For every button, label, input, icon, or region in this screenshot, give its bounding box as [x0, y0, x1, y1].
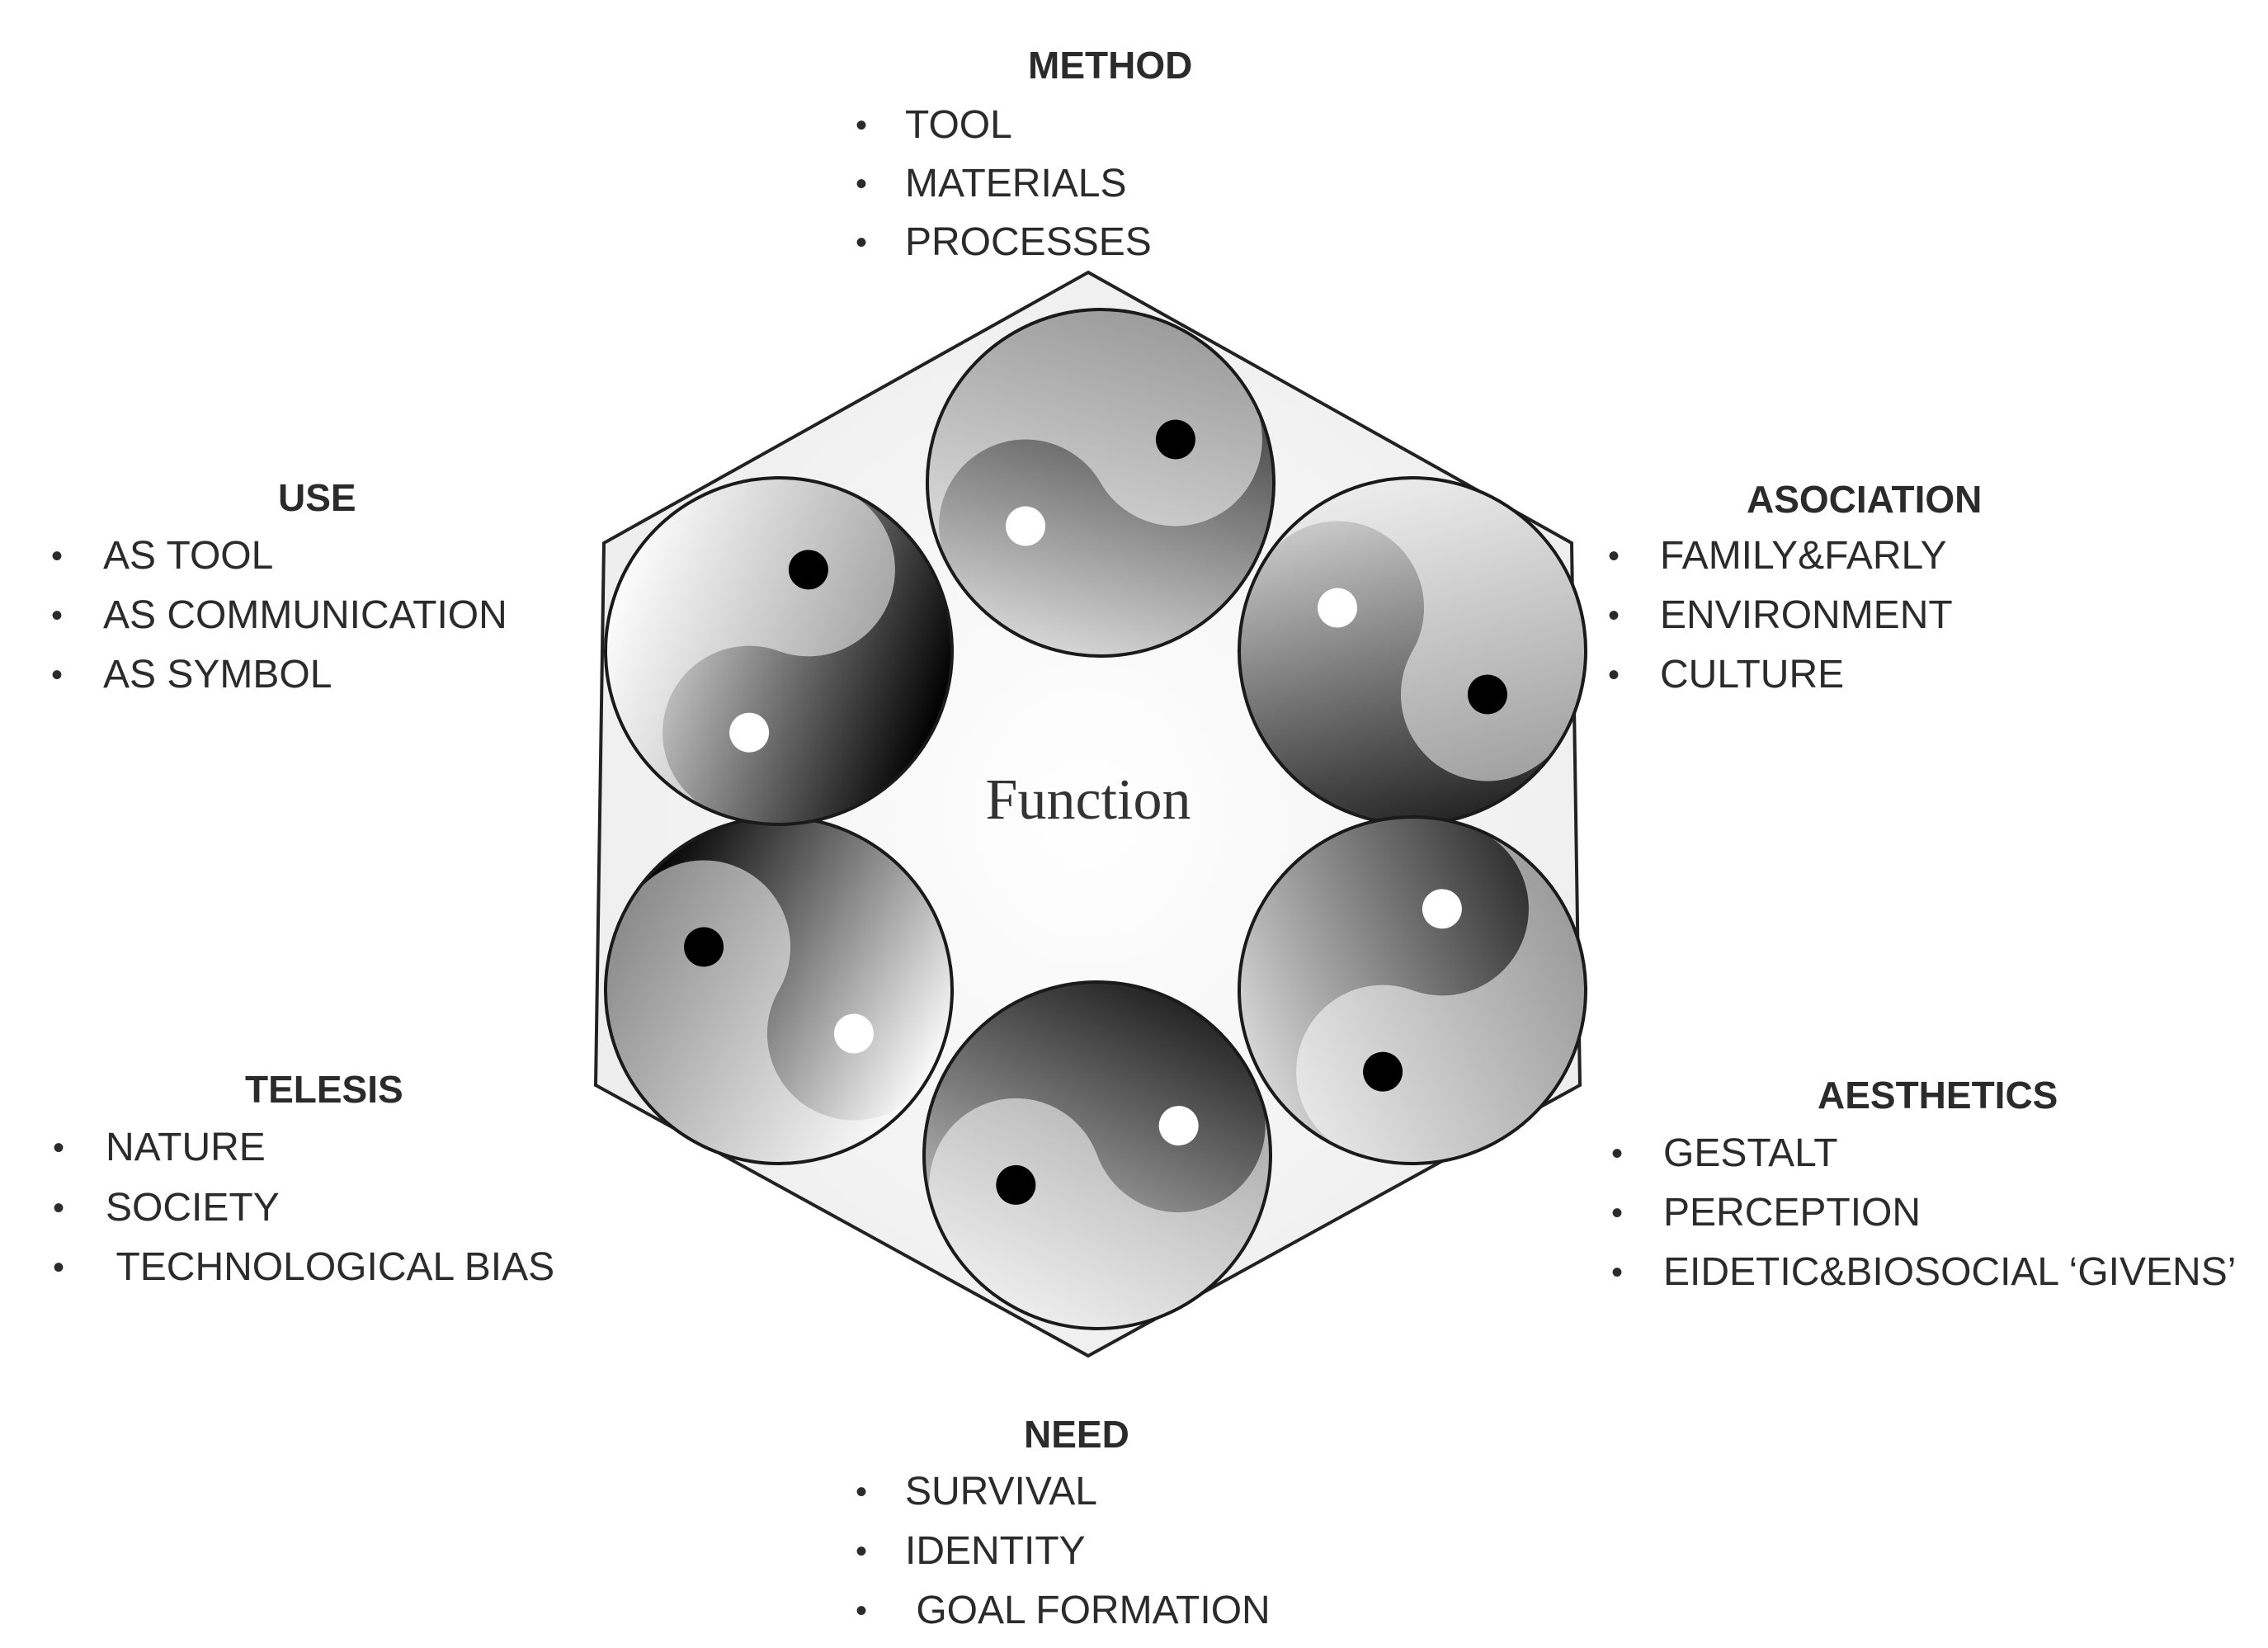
- telesis-title: TELESIS: [245, 1068, 403, 1111]
- association-bullet-3: •: [1608, 657, 1620, 693]
- method-bullet-2: •: [856, 166, 868, 202]
- association-bullet-1: •: [1608, 538, 1620, 574]
- telesis-item-2: SOCIETY: [106, 1186, 280, 1230]
- need-item-2: IDENTITY: [905, 1529, 1086, 1573]
- use-item-1: AS TOOL: [103, 534, 274, 578]
- use-bullet-2: •: [51, 597, 64, 634]
- yin-yang-upper-left: [604, 476, 954, 826]
- aesthetics-item-2: PERCEPTION: [1663, 1191, 1921, 1235]
- association-title: ASOCIATION: [1747, 478, 1983, 521]
- yin-yang-ring: [604, 308, 1587, 1330]
- need-item-3: GOAL FORMATION: [905, 1589, 1271, 1632]
- yin-yang-bottom: [922, 980, 1272, 1330]
- aesthetics-item-3: EIDETIC&BIOSOCIAL ‘GIVENS’: [1663, 1250, 2237, 1294]
- aesthetics-item-1: GESTALT: [1663, 1131, 1838, 1175]
- center-label: Function: [986, 768, 1191, 832]
- telesis-bullet-2: •: [53, 1190, 65, 1226]
- use-bullet-3: •: [51, 657, 64, 693]
- telesis-bullet-1: •: [53, 1130, 65, 1166]
- method-bullet-3: •: [856, 224, 868, 261]
- need-item-1: SURVIVAL: [905, 1470, 1097, 1513]
- method-bullet-1: •: [856, 107, 868, 144]
- use-item-2: AS COMMUNICATION: [103, 593, 507, 637]
- telesis-item-1: NATURE: [106, 1126, 266, 1169]
- telesis-item-3: TECHNOLOGICAL BIAS: [106, 1245, 555, 1289]
- telesis-bullet-3: •: [53, 1249, 65, 1286]
- use-item-3: AS SYMBOL: [103, 653, 332, 697]
- aesthetics-bullet-2: •: [1611, 1195, 1624, 1231]
- aesthetics-bullet-3: •: [1611, 1254, 1624, 1291]
- association-bullet-2: •: [1608, 597, 1620, 634]
- method-item-1: TOOL: [905, 103, 1012, 147]
- method-item-2: MATERIALS: [905, 162, 1127, 205]
- aesthetics-bullet-1: •: [1611, 1136, 1624, 1172]
- association-item-2: ENVIRONMENT: [1660, 593, 1953, 637]
- need-bullet-3: •: [856, 1593, 868, 1629]
- association-item-1: FAMILY&FARLY: [1660, 534, 1947, 578]
- need-bullet-1: •: [856, 1474, 868, 1510]
- use-title: USE: [278, 476, 356, 519]
- yin-yang-top: [926, 308, 1275, 658]
- need-title: NEED: [1024, 1413, 1129, 1456]
- aesthetics-title: AESTHETICS: [1818, 1074, 2058, 1117]
- need-bullet-2: •: [856, 1533, 868, 1570]
- yin-yang-lower-left: [604, 815, 954, 1165]
- use-bullet-1: •: [51, 538, 64, 574]
- yin-yang-upper-right: [1238, 476, 1587, 826]
- method-title: METHOD: [1028, 44, 1193, 87]
- yin-yang-lower-right: [1238, 815, 1587, 1165]
- association-item-3: CULTURE: [1660, 653, 1845, 697]
- method-item-3: PROCESSES: [905, 220, 1152, 264]
